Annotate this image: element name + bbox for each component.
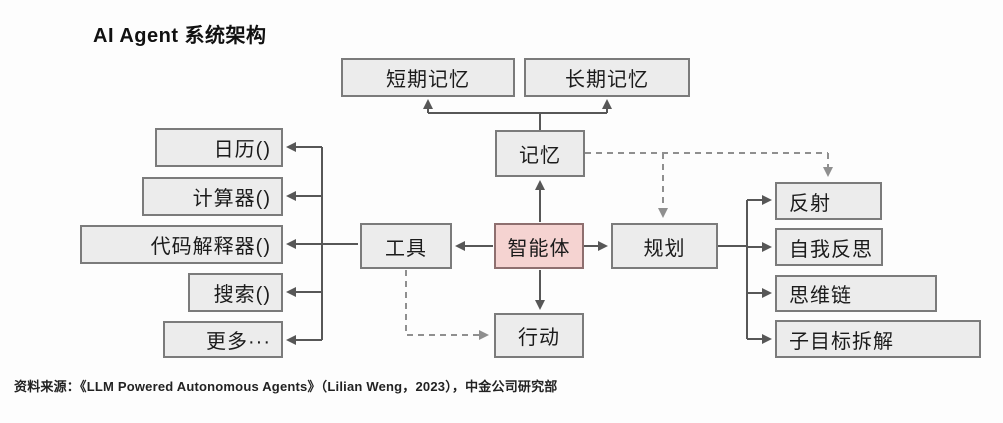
node-label: 记忆 xyxy=(519,145,561,167)
node-label: 子目标拆解 xyxy=(789,330,894,353)
source-note: 资料来源：《LLM Powered Autonomous Agents》（Lil… xyxy=(14,379,558,394)
node-action: 行动 xyxy=(494,313,584,358)
node-calendar: 日历() xyxy=(155,128,283,167)
node-long-term-memory: 长期记忆 xyxy=(524,58,690,97)
dashed-arrow-tools-to-action xyxy=(405,270,489,340)
node-reflection: 反射 xyxy=(775,182,882,220)
figure-title: AI Agent 系统架构 xyxy=(93,25,267,47)
node-label: 搜索() xyxy=(213,284,271,306)
connector-tools-trunk xyxy=(321,147,358,340)
node-label: 智能体 xyxy=(507,237,571,260)
node-self-reflection: 自我反思 xyxy=(775,228,883,266)
node-label: 日历() xyxy=(213,139,271,161)
node-agent: 智能体 xyxy=(494,223,584,269)
node-subgoal-decomposition: 子目标拆解 xyxy=(775,320,981,358)
node-label: 计算器() xyxy=(192,188,271,210)
node-short-term-memory: 短期记忆 xyxy=(341,58,515,97)
node-label: 代码解释器() xyxy=(150,236,271,258)
node-memory: 记忆 xyxy=(495,130,585,177)
node-label: 规划 xyxy=(643,237,686,260)
node-code-interpreter: 代码解释器() xyxy=(80,225,283,264)
node-label: 反射 xyxy=(789,192,831,215)
node-more: 更多··· xyxy=(163,321,283,358)
node-calculator: 计算器() xyxy=(142,177,283,216)
node-search: 搜索() xyxy=(188,273,283,312)
node-label: 工具 xyxy=(385,237,427,260)
node-label: 短期记忆 xyxy=(386,69,470,91)
node-label: 更多··· xyxy=(206,331,271,353)
node-tools: 工具 xyxy=(360,223,452,269)
node-label: 长期记忆 xyxy=(565,69,649,91)
node-label: 自我反思 xyxy=(789,238,873,261)
node-label: 行动 xyxy=(518,327,560,349)
node-chain-of-thought: 思维链 xyxy=(775,275,937,312)
node-label: 思维链 xyxy=(789,285,852,307)
connector-memory-fan xyxy=(428,112,607,130)
node-planning: 规划 xyxy=(611,223,718,269)
connector-planning-trunk xyxy=(718,200,748,339)
